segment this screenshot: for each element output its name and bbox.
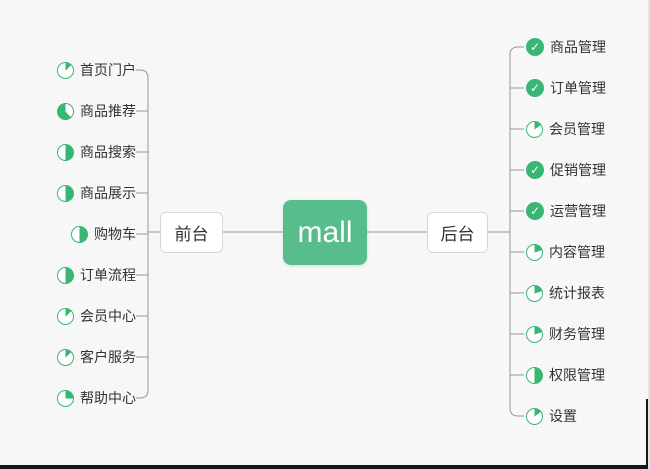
progress-pie-icon xyxy=(57,61,74,79)
left-bracket-line xyxy=(136,69,149,399)
progress-pie-icon xyxy=(57,184,74,202)
mindmap-item-node[interactable]: 商品搜索 xyxy=(57,140,136,164)
mindmap-item-node[interactable]: 购物车 xyxy=(71,222,136,246)
progress-pie-icon xyxy=(526,284,543,302)
progress-pie-icon xyxy=(526,325,543,343)
mindmap-item-label: 订单管理 xyxy=(550,80,606,96)
progress-pie-icon xyxy=(57,348,74,366)
mindmap-item-label: 购物车 xyxy=(94,226,136,242)
mindmap-item-node[interactable]: 客户服务 xyxy=(57,345,136,369)
mindmap-item-label: 促销管理 xyxy=(550,162,606,178)
mindmap-item-label: 设置 xyxy=(549,408,577,424)
progress-pie-icon xyxy=(57,143,74,161)
root-node-mall[interactable]: mall xyxy=(283,200,367,265)
task-done-check-icon: ✓ xyxy=(526,202,544,220)
mindmap-item-node[interactable]: 会员中心 xyxy=(57,304,136,328)
mindmap-item-label: 商品管理 xyxy=(550,39,606,55)
task-done-check-icon: ✓ xyxy=(526,38,544,56)
mindmap-item-node[interactable]: ✓ 运营管理 xyxy=(526,199,606,223)
mindmap-item-label: 订单流程 xyxy=(80,267,136,283)
mindmap-item-label: 权限管理 xyxy=(549,367,605,383)
progress-pie-icon xyxy=(526,407,543,425)
right-bracket-line xyxy=(509,46,524,417)
mindmap-item-node[interactable]: 财务管理 xyxy=(526,322,605,346)
task-done-check-icon: ✓ xyxy=(526,161,544,179)
mindmap-item-label: 统计报表 xyxy=(549,285,605,301)
window-edge-right xyxy=(646,399,648,469)
progress-pie-icon xyxy=(526,120,543,138)
mindmap-item-node[interactable]: ✓ 促销管理 xyxy=(526,158,606,182)
progress-pie-icon xyxy=(526,366,543,384)
branch-node-label: 前台 xyxy=(174,225,209,244)
progress-pie-icon xyxy=(57,266,74,284)
task-done-check-icon: ✓ xyxy=(526,79,544,97)
mindmap-item-node[interactable]: 统计报表 xyxy=(526,281,605,305)
mindmap-item-label: 商品展示 xyxy=(80,185,136,201)
progress-pie-icon xyxy=(57,102,74,120)
mindmap-item-label: 财务管理 xyxy=(549,326,605,342)
mindmap-item-label: 会员管理 xyxy=(549,121,605,137)
root-node-label: mall xyxy=(297,215,353,249)
mindmap-item-node[interactable]: ✓ 商品管理 xyxy=(526,35,606,59)
mindmap-item-label: 运营管理 xyxy=(550,203,606,219)
mindmap-item-node[interactable]: 首页门户 xyxy=(57,58,136,82)
mindmap-item-node[interactable]: 订单流程 xyxy=(57,263,136,287)
progress-pie-icon xyxy=(57,389,74,407)
mindmap-item-label: 内容管理 xyxy=(549,244,605,260)
mindmap-item-node[interactable]: 会员管理 xyxy=(526,117,605,141)
mindmap-item-label: 商品搜索 xyxy=(80,144,136,160)
progress-pie-icon xyxy=(526,243,543,261)
mindmap-item-label: 首页门户 xyxy=(80,62,136,78)
branch-node-backend[interactable]: 后台 xyxy=(427,212,488,253)
mindmap-item-label: 会员中心 xyxy=(80,308,136,324)
mindmap-item-label: 商品推荐 xyxy=(80,103,136,119)
branch-node-label: 后台 xyxy=(440,225,475,244)
mindmap-item-node[interactable]: 商品推荐 xyxy=(57,99,136,123)
mindmap-item-node[interactable]: 帮助中心 xyxy=(57,386,136,410)
mindmap-item-node[interactable]: 商品展示 xyxy=(57,181,136,205)
window-edge-bottom xyxy=(0,465,648,469)
mindmap-item-node[interactable]: 内容管理 xyxy=(526,240,605,264)
mindmap-item-node[interactable]: 设置 xyxy=(526,404,577,428)
mindmap-item-node[interactable]: 权限管理 xyxy=(526,363,605,387)
mindmap-item-node[interactable]: ✓ 订单管理 xyxy=(526,76,606,100)
progress-pie-icon xyxy=(57,307,74,325)
mindmap-item-label: 帮助中心 xyxy=(80,390,136,406)
mindmap-item-label: 客户服务 xyxy=(80,349,136,365)
progress-pie-icon xyxy=(71,225,88,243)
branch-node-frontend[interactable]: 前台 xyxy=(160,212,223,253)
